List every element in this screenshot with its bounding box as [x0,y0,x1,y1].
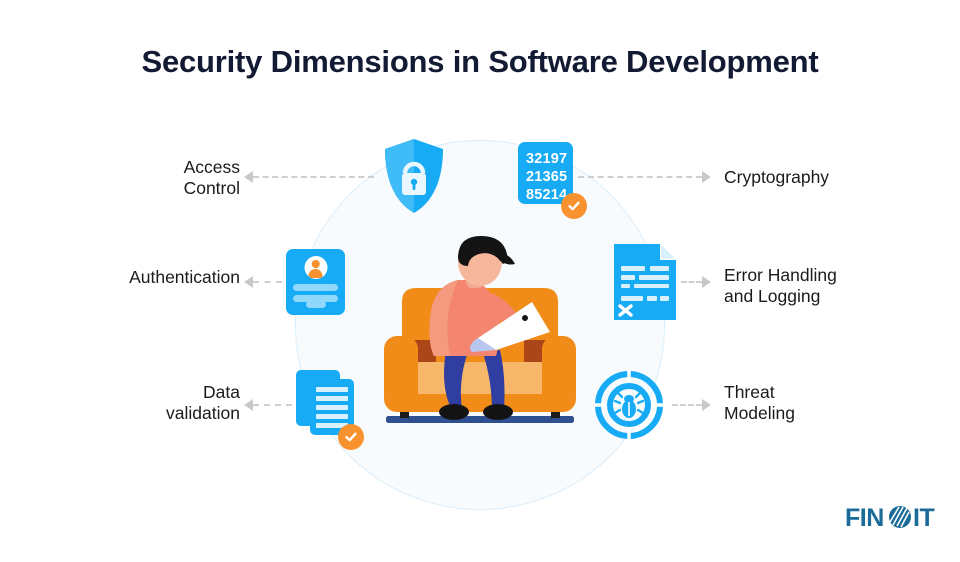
shield-lock-icon [383,138,445,214]
connector-error-handling [681,276,711,288]
bug-target-icon [594,370,664,440]
dashed-line [578,176,702,178]
connector-threat-modeling [672,399,711,411]
label-data-validation: Data validation [166,382,240,423]
submit-button-graphic [305,301,326,308]
svg-text:IT: IT [913,504,934,532]
svg-text:FIN: FIN [845,504,884,532]
finoit-logo: FIN IT [845,503,949,533]
connector-access-control [244,171,374,183]
documents-check-icon [296,370,358,440]
label-error-handling: Error Handling and Logging [724,265,837,306]
password-field-graphic [293,295,338,302]
document-line [316,414,348,419]
label-cryptography: Cryptography [724,167,830,187]
dashed-line [672,404,702,406]
label-authentication: Authentication [129,267,240,287]
login-card-icon [286,249,345,315]
connector-cryptography [578,171,711,183]
connector-data-validation [244,399,292,411]
check-badge-icon [338,424,364,450]
avatar-icon [304,256,327,279]
arrow-left-icon [244,276,253,288]
document-line [316,405,348,410]
dashed-line [681,281,702,283]
logo-mark-and-text: FIN IT [845,504,935,532]
dashed-line [253,404,292,406]
connector-authentication [244,276,282,288]
cipher-line-3: 85214 [526,187,568,203]
check-badge-icon [561,193,587,219]
avatar-head [311,260,320,268]
document-line [316,396,348,401]
document-line [316,387,348,392]
username-field-graphic [293,284,338,291]
developer-illustration [370,232,590,432]
arrow-left-icon [244,399,253,411]
label-access-control: Access Control [183,157,240,198]
arrow-right-icon [702,171,711,183]
cipher-numbers-icon: 32197 21365 85214 [518,142,573,204]
striped-globe-icon [889,506,911,528]
arrow-right-icon [702,276,711,288]
dashed-line [253,176,374,178]
cipher-line-1: 32197 [526,151,568,167]
arrow-left-icon [244,171,253,183]
document-line [316,423,348,428]
error-document-icon [614,244,676,320]
arrow-right-icon [702,399,711,411]
page-title: Security Dimensions in Software Developm… [141,44,819,79]
cipher-line-2: 21365 [526,169,568,185]
dashed-line [253,281,282,283]
avatar-body [308,269,323,278]
label-threat-modeling: Threat Modeling [724,382,796,423]
